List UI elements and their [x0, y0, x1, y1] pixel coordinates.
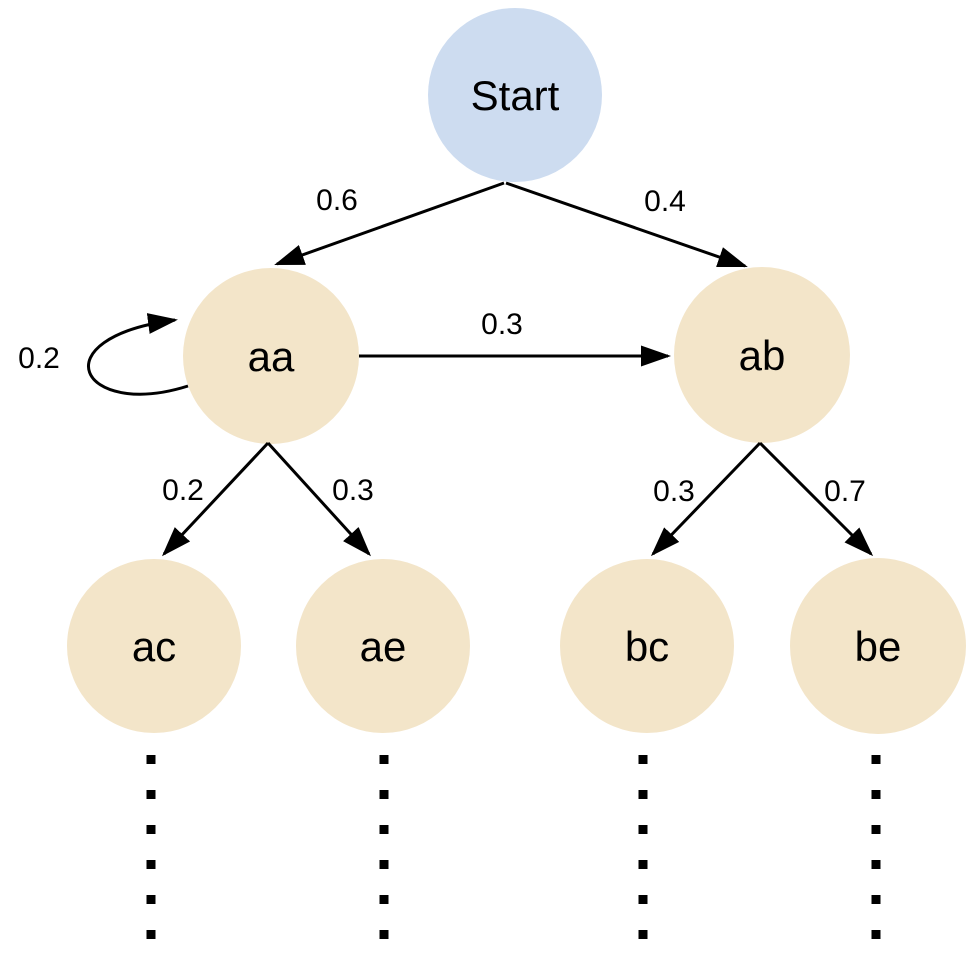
- edge-probability-label-aa-ac: 0.2: [162, 474, 204, 507]
- node-label-be: be: [855, 623, 902, 670]
- edge-aa-ae: [266, 441, 372, 557]
- node-bc: [560, 559, 734, 733]
- node-ae: [296, 559, 470, 733]
- edges-layer: [87, 181, 874, 557]
- node-label-start: Start: [471, 72, 560, 119]
- node-label-aa: aa: [248, 333, 295, 380]
- labels-layer: Start aa ab ac ae bc be 0.6 0.4 0.2 0.3 0.2 0.3 0.3 0.…: [18, 72, 901, 670]
- node-label-ab: ab: [739, 332, 786, 379]
- dot: [379, 930, 389, 939]
- dot: [871, 895, 881, 904]
- dot: [146, 895, 156, 904]
- edge-probability-label-ab-be: 0.7: [824, 475, 866, 508]
- node-aa: [183, 268, 359, 444]
- continuation-dots-bc: [638, 755, 648, 939]
- node-label-bc: bc: [625, 623, 669, 670]
- nodes-layer: [67, 8, 966, 734]
- continuation-dots-layer: [146, 755, 881, 939]
- edge-probability-label-aa-ae: 0.3: [332, 474, 374, 507]
- dot: [638, 755, 648, 764]
- dot: [146, 860, 156, 869]
- dot: [379, 825, 389, 834]
- continuation-dots-be: [871, 755, 881, 939]
- node-label-ac: ac: [132, 623, 176, 670]
- edge-probability-label-start-aa: 0.6: [316, 184, 358, 217]
- node-ac: [67, 559, 241, 733]
- dot: [379, 790, 389, 799]
- dot: [146, 825, 156, 834]
- dot: [379, 755, 389, 764]
- edge-probability-label-aa-ab: 0.3: [481, 308, 523, 341]
- dot: [638, 930, 648, 939]
- node-start: [428, 8, 602, 182]
- dot: [146, 790, 156, 799]
- dot: [871, 790, 881, 799]
- edge-start-ab: [505, 181, 748, 268]
- edge-probability-label-ab-bc: 0.3: [653, 475, 695, 508]
- dot: [638, 895, 648, 904]
- dot: [638, 825, 648, 834]
- dot: [871, 860, 881, 869]
- dot: [146, 930, 156, 939]
- edge-ab-bc: [650, 441, 762, 557]
- dot: [638, 860, 648, 869]
- edge-probability-label-aa-self-loop: 0.2: [18, 342, 60, 375]
- dot: [379, 895, 389, 904]
- edge-aa-ac: [161, 441, 270, 557]
- node-ab: [674, 267, 850, 443]
- edge-start-aa: [274, 181, 505, 266]
- edge-probability-label-start-ab: 0.4: [644, 185, 686, 218]
- dot: [379, 860, 389, 869]
- dot: [871, 930, 881, 939]
- continuation-dots-ac: [146, 755, 156, 939]
- node-be: [790, 558, 966, 734]
- dot: [871, 755, 881, 764]
- edge-ab-be: [758, 441, 874, 557]
- continuation-dots-ae: [379, 755, 389, 939]
- dot: [146, 755, 156, 764]
- node-label-ae: ae: [360, 623, 407, 670]
- dot: [871, 825, 881, 834]
- dot: [638, 790, 648, 799]
- edge-aa-self-loop: [87, 313, 189, 396]
